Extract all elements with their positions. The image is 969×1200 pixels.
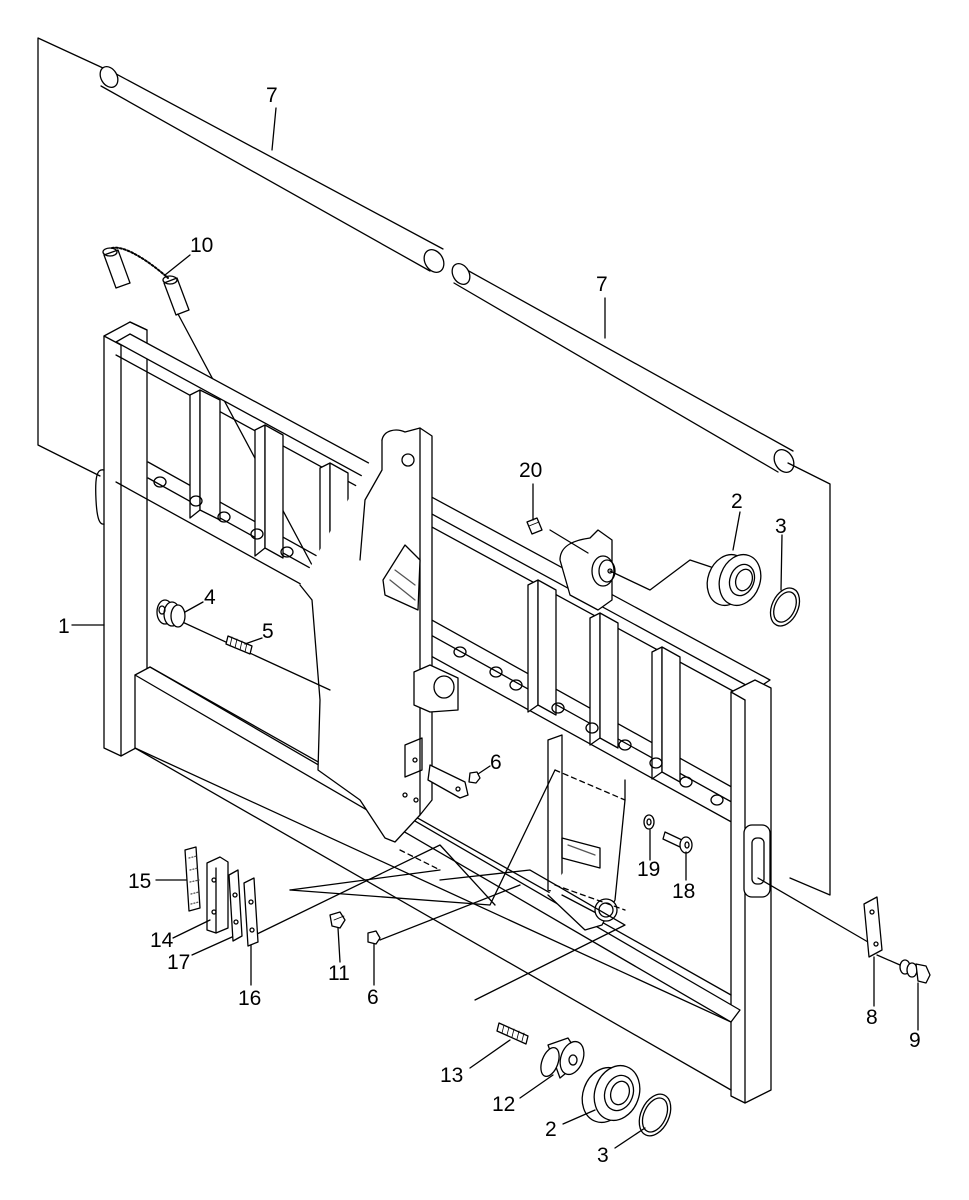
- callout-15: 15: [128, 870, 151, 893]
- callout-9: 9: [909, 1029, 921, 1052]
- nut-lower-part-6: [368, 931, 380, 944]
- leader-lines: [72, 108, 918, 1148]
- bearing-lower-part-2: [575, 1059, 647, 1129]
- plate-part-8: [864, 897, 882, 957]
- bearing-upper-part-2: [700, 549, 767, 612]
- dashed-guide-lines: [400, 770, 625, 910]
- callout-19: 19: [637, 858, 660, 881]
- grease-fitting-part-11: [330, 912, 345, 928]
- nut-upper-part-6: [428, 765, 480, 798]
- bolt-part-9: [877, 955, 930, 983]
- set-screw-part-5: [226, 636, 252, 654]
- assembly-paths: [178, 530, 625, 1000]
- assembly-guide-lines: [38, 38, 830, 895]
- callout-6-upper: 6: [490, 751, 502, 774]
- bolt-part-18: [663, 832, 692, 853]
- callout-3-upper: 3: [775, 515, 787, 538]
- lock-pin-chain-part-10: [103, 248, 320, 580]
- callout-14: 14: [150, 929, 174, 952]
- block-part-14: [207, 857, 228, 933]
- snap-ring-upper-part-3: [765, 583, 805, 630]
- callout-11: 11: [328, 962, 350, 985]
- callout-7-upper: 7: [266, 84, 278, 107]
- callout-2-upper: 2: [731, 490, 743, 513]
- roller-part-4: [157, 600, 185, 627]
- collar-part-12: [537, 1038, 588, 1079]
- plate-part-17: [229, 870, 242, 941]
- shaft-lower-part-7: [449, 260, 798, 475]
- pad-part-15: [185, 847, 200, 911]
- callout-12: 12: [492, 1093, 515, 1116]
- callout-17: 17: [167, 951, 190, 974]
- callout-10: 10: [190, 234, 213, 257]
- snap-ring-lower-part-3: [633, 1089, 677, 1141]
- callout-20: 20: [519, 459, 542, 482]
- callout-7-lower: 7: [596, 273, 608, 296]
- left-pivot-arm: [300, 428, 458, 842]
- callout-18: 18: [672, 880, 695, 903]
- callout-5: 5: [262, 620, 274, 643]
- callout-8: 8: [866, 1006, 878, 1029]
- right-pivot-hub: [560, 530, 720, 610]
- callout-6-lower: 6: [367, 986, 379, 1009]
- callout-1: 1: [58, 615, 70, 638]
- callout-13: 13: [440, 1064, 463, 1087]
- callout-4: 4: [204, 586, 216, 609]
- callout-16: 16: [238, 987, 261, 1010]
- threaded-pin-part-13: [497, 1023, 528, 1044]
- washer-part-19: [644, 815, 654, 829]
- plate-part-16: [244, 878, 258, 946]
- right-lower-arm: [548, 735, 625, 930]
- callout-labels: 7 10 7 20 2 3 4 5 1 6 19 18 15 14 17 16 …: [58, 84, 921, 1167]
- callout-2-lower: 2: [545, 1118, 557, 1141]
- callout-3-lower: 3: [597, 1144, 609, 1167]
- grease-nipple-part-20: [527, 518, 542, 534]
- shaft-upper-part-7: [97, 63, 448, 275]
